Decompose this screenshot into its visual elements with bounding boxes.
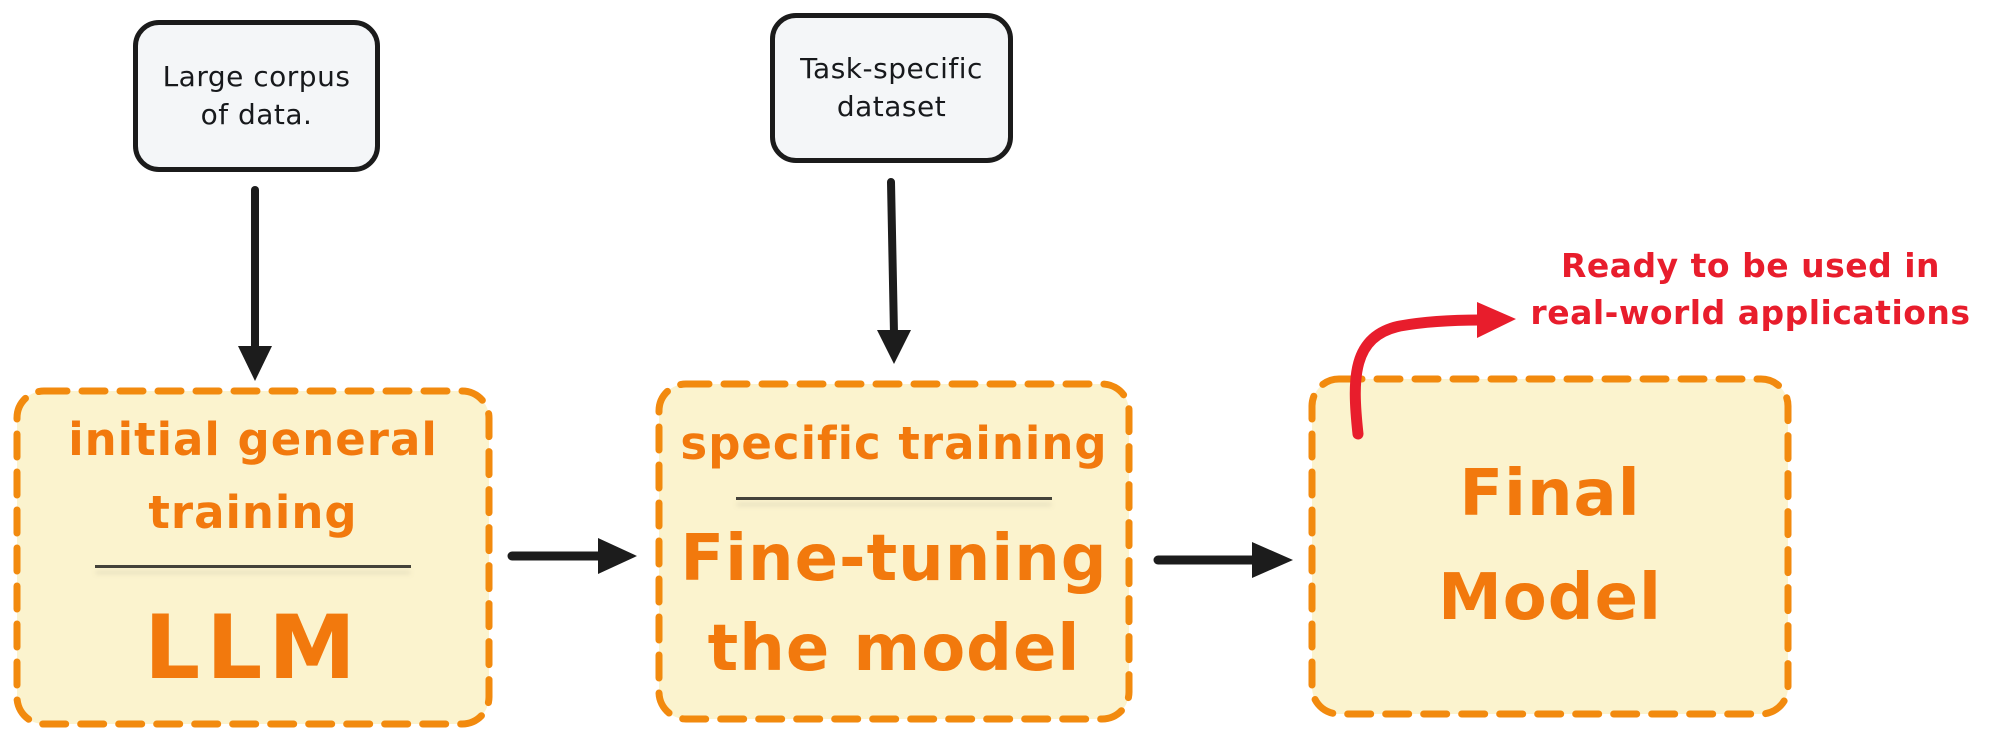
dashed-box-outline xyxy=(1308,375,1792,718)
dashed-box-outline xyxy=(13,387,493,728)
stage-main-label: Fine-tuning the model xyxy=(680,514,1107,696)
annotation-line: Ready to be used in xyxy=(1560,246,1941,285)
arrow-finetune-to-final-icon xyxy=(1153,542,1293,578)
stage-main-label: LLM xyxy=(144,596,362,700)
node-label-line: Task-specific xyxy=(800,52,983,86)
stage-main-label-line: Final xyxy=(1459,456,1641,531)
stage-title: initial general training xyxy=(68,404,438,550)
arrow-llm-to-finetune-icon xyxy=(507,538,637,574)
divider-line xyxy=(736,496,1052,500)
node-label-line: dataset xyxy=(836,90,947,123)
node-large-corpus: Large corpus of data. xyxy=(133,20,380,172)
dashed-box-outline xyxy=(655,380,1133,723)
divider-line xyxy=(95,565,411,569)
stage-final-model: Final Model xyxy=(1308,375,1792,718)
stage-main-label-line: Model xyxy=(1438,560,1662,635)
arrow-corpus-to-llm-icon xyxy=(238,186,272,381)
stage-fine-tuning: specific training Fine-tuning the model xyxy=(655,380,1133,723)
stage-initial-training: initial general training LLM xyxy=(13,387,493,728)
node-task-specific-dataset: Task-specific dataset xyxy=(770,13,1013,163)
stage-main-label: Final Model xyxy=(1438,443,1662,650)
annotation-ready-text: Ready to be used in real-world applicati… xyxy=(1502,243,1999,337)
stage-main-label-line: Fine-tuning xyxy=(680,521,1108,596)
stage-title-line: training xyxy=(148,485,358,539)
stage-title-line: initial general xyxy=(68,412,438,466)
stage-title: specific training xyxy=(680,416,1108,470)
stage-main-label-line: the model xyxy=(707,612,1081,687)
node-label-line: Large corpus xyxy=(162,60,351,94)
node-label-line: of data. xyxy=(200,98,313,131)
annotation-line: real-world applications xyxy=(1530,292,1971,332)
arrow-dataset-to-finetune-icon xyxy=(877,178,911,364)
